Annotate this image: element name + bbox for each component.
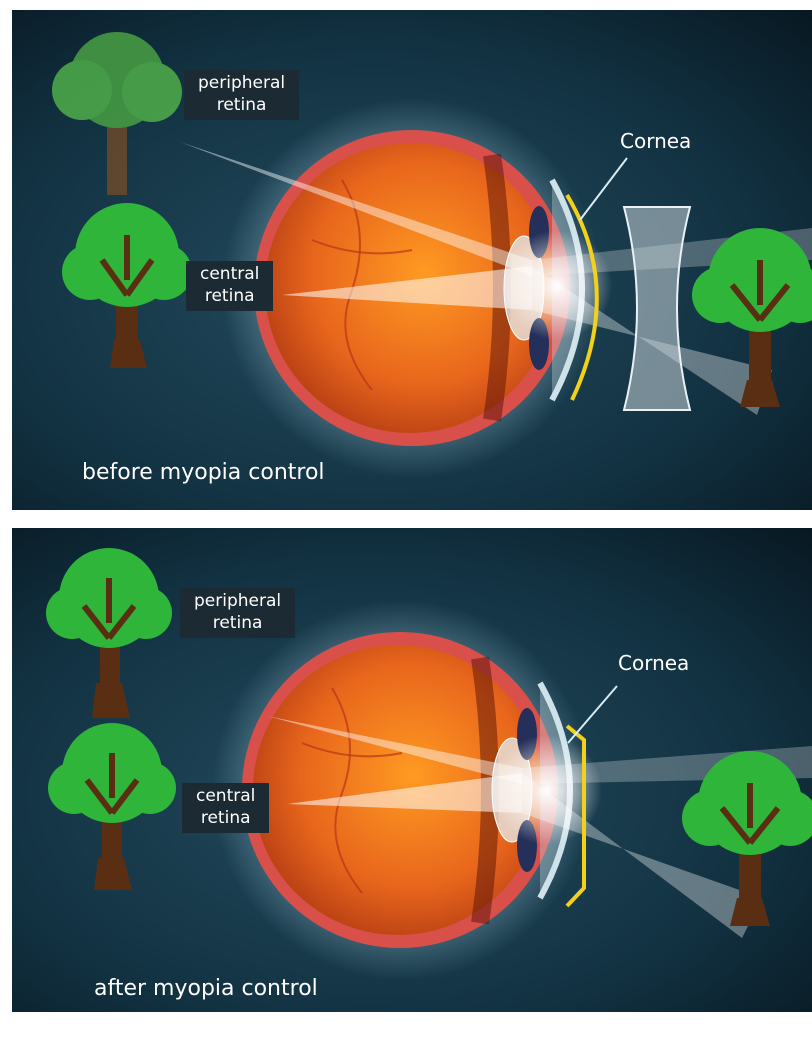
- label-central-line2: retina: [196, 807, 255, 829]
- diagram-after: [12, 528, 812, 1012]
- label-central-retina: central retina: [186, 261, 273, 311]
- label-peripheral-retina: peripheral retina: [180, 588, 295, 638]
- label-peripheral-line2: retina: [198, 94, 285, 116]
- label-peripheral-line2: retina: [194, 612, 281, 634]
- label-cornea: Cornea: [618, 652, 689, 674]
- label-peripheral-retina: peripheral retina: [184, 70, 299, 120]
- diagram-before: [12, 10, 812, 510]
- caption-before: before myopia control: [82, 460, 325, 485]
- label-peripheral-line1: peripheral: [198, 72, 285, 94]
- panel-before: peripheral retina central retina Cornea …: [12, 10, 812, 510]
- label-central-retina: central retina: [182, 783, 269, 833]
- label-central-line1: central: [196, 785, 255, 807]
- panel-after: peripheral retina central retina Cornea …: [12, 528, 812, 1012]
- label-central-line1: central: [200, 263, 259, 285]
- label-peripheral-line1: peripheral: [194, 590, 281, 612]
- label-central-line2: retina: [200, 285, 259, 307]
- caption-after: after myopia control: [94, 976, 318, 1001]
- label-cornea: Cornea: [620, 130, 691, 152]
